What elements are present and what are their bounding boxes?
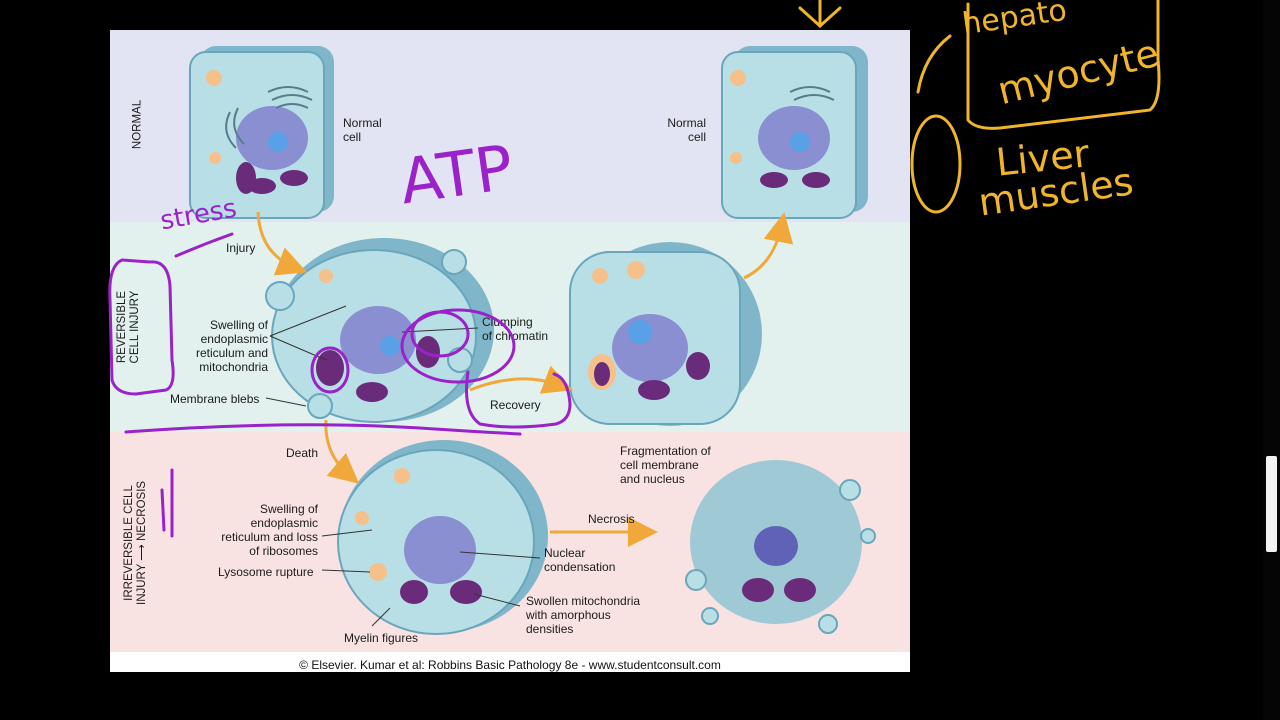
leader-lines [265,305,541,627]
label-lysosome-rupture: Lysosome rupture [218,565,314,579]
necrosis-mark-2 [160,488,166,532]
vertical-scrollbar[interactable] [1263,0,1280,720]
divider-stroke [124,423,522,436]
recovery-box [465,370,572,429]
recovery-cell [569,242,762,426]
label-membrane-blebs: Membrane blebs [170,392,260,406]
reversible-row [110,222,910,432]
injury-arrow [256,211,308,276]
necrotic-cell [685,460,876,634]
label-injury: Injury [226,241,256,255]
reversible-label-box [108,258,175,396]
normal-cell-left [189,46,334,219]
curved-arrow [916,34,952,94]
hepato-myocyte-box [966,0,1161,130]
reversible-injured-cell [265,238,494,423]
scrollbar-thumb[interactable] [1266,456,1277,552]
stress-underline [174,232,234,258]
copyright-credit: © Elsevier. Kumar et al: Robbins Basic P… [299,658,721,672]
cell-injury-figure: NORMAL REVERSIBLE CELL INJURY IRREVERSIB… [110,30,910,672]
nucleus-circle [410,310,470,358]
clumping-circle [400,308,516,384]
label-myelin-figures: Myelin figures [344,631,419,645]
label-death: Death [286,446,319,460]
label-recovery: Recovery [490,398,541,412]
irreversible-injured-cell [337,440,548,635]
return-arrow [743,212,794,280]
mito-circle [310,346,350,394]
annotation-atp: ATP [395,130,518,219]
partial-circle [910,114,962,214]
recovery-arrow [469,365,574,394]
label-necrosis: Necrosis [588,512,635,526]
cell-illustrations [189,46,876,635]
